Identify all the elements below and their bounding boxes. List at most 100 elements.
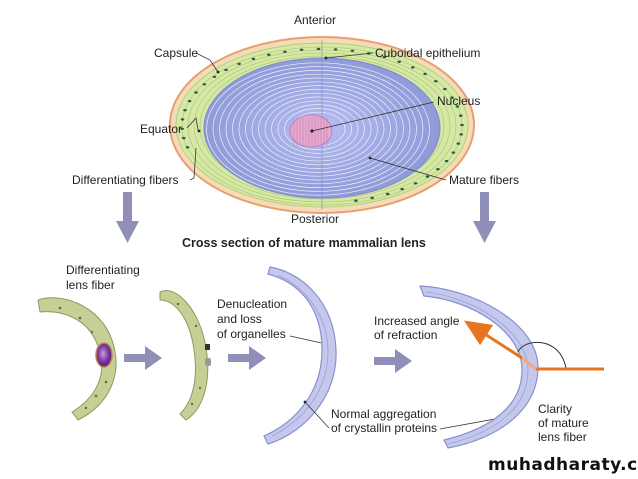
epithelial-cell-nucleus (423, 72, 427, 76)
leader-normal-dot (303, 400, 307, 404)
cell-nucleus (95, 342, 113, 368)
label-differentiating-line2: lens fiber (66, 278, 115, 292)
leader-cuboidal (325, 52, 374, 59)
fiber-ring (277, 104, 359, 154)
epithelial-cell-nucleus (267, 53, 271, 56)
leader-normal-aggregation (304, 401, 330, 429)
epithelial-cell-nucleus (183, 109, 187, 112)
leader-capsule (195, 52, 219, 73)
epithelial-cell-nucleus (458, 114, 463, 117)
fiber-ring (264, 96, 372, 162)
epithelial-cell-nucleus (202, 83, 207, 86)
label-refraction-line1: Increased angle (374, 314, 460, 328)
fiber-ring (251, 89, 385, 169)
epithelial-cell-nucleus (397, 60, 402, 63)
epithelial-cell-nucleus (354, 199, 358, 202)
label-differentiating-line1: Differentiating (66, 263, 140, 277)
denucleating-lens-fiber (159, 290, 211, 421)
fiber-ring (219, 70, 417, 188)
fiber-ring (212, 66, 424, 192)
label-equator: Equator (140, 122, 182, 136)
epithelial-cell-nucleus (434, 80, 438, 83)
refracted-light-ray-inner (521, 356, 537, 371)
label-differentiating-fibers: Differentiating fibers (72, 173, 179, 187)
epithelial-cell-nucleus (251, 57, 256, 61)
epithelial-cell-nucleus (382, 55, 387, 59)
epithelial-cell-nucleus (283, 50, 287, 53)
epithelial-cell-nucleus (444, 159, 449, 163)
epithelial-cell-nucleus (212, 75, 217, 79)
epithelial-cell-nucleus (460, 123, 464, 127)
leader-mature (369, 157, 447, 181)
epithelial-cell-nucleus (350, 49, 355, 52)
right-arrow-3 (374, 349, 412, 373)
epithelial-cell-nucleus (411, 66, 415, 69)
epithelial-cell-nucleus (316, 47, 321, 51)
epithelial-cell-nucleus (185, 146, 190, 149)
fiber-ring (225, 73, 411, 185)
label-normal-line2: of crystallin proteins (331, 421, 437, 435)
fiber-ring (284, 108, 352, 150)
diagram-title: Cross section of mature mammalian lens (182, 236, 426, 250)
epithelial-cell-nuclei (180, 47, 464, 202)
leader-nucleus-dot (310, 129, 314, 133)
fiber-ring (271, 100, 365, 158)
epithelial-cell-nucleus (385, 192, 390, 196)
fiber-ring (238, 81, 398, 177)
label-clarity-line3: lens fiber (538, 430, 587, 444)
label-refraction-line2: of refraction (374, 328, 437, 342)
down-arrow-left (116, 192, 139, 243)
label-posterior: Posterior (291, 212, 339, 226)
label-mature-fibers: Mature fibers (449, 173, 519, 187)
leader-nucleus (311, 101, 435, 132)
differentiating-lens-fiber (37, 297, 117, 421)
epithelial-cell-nucleus (455, 105, 460, 108)
fiber-ring (258, 92, 378, 166)
fiber-ring (245, 85, 391, 173)
label-nucleus: Nucleus (437, 94, 480, 108)
epithelial-cell-nucleus (180, 118, 185, 121)
label-normal-line1: Normal aggregation (331, 407, 436, 421)
leader-equator-dot (197, 129, 201, 133)
leader-differentiating (189, 147, 197, 181)
epithelial-cell-nucleus (451, 151, 456, 154)
epithelial-cell-nucleus (180, 127, 184, 130)
leader-cuboidal-dot (324, 56, 328, 60)
leader-mature-dot (368, 156, 372, 160)
epithelial-cell-nucleus (370, 196, 375, 200)
nucleus-stripes (293, 117, 328, 146)
epithelial-cell-nucleus (299, 48, 304, 51)
leader-capsule-dot (216, 70, 220, 74)
epithelial-cell-nucleus (425, 175, 430, 178)
leader-equator (186, 117, 199, 131)
epithelial-cell-nucleus (450, 96, 454, 99)
epithelial-cell-nucleus (459, 133, 464, 136)
label-denucleation-line3: of organelles (217, 327, 286, 341)
epithelial-cell-nucleus (224, 68, 228, 72)
refracted-light-ray (463, 320, 523, 360)
epithelial-cell-nucleus (181, 136, 186, 140)
label-denucleation-line2: and loss (217, 312, 262, 326)
epithelial-cell-nucleus (456, 142, 461, 145)
epithelial-cell-nucleus (413, 182, 418, 185)
epithelial-cell-nucleus (400, 187, 405, 191)
epithelial-cell-nucleus (443, 87, 447, 91)
label-clarity-line2: of mature (538, 416, 589, 430)
angle-arc (517, 341, 567, 369)
clear-mature-fiber (419, 285, 539, 449)
epithelial-cell-nucleus (237, 62, 241, 66)
label-capsule: Capsule (154, 46, 198, 60)
label-cuboidal-epithelium: Cuboidal epithelium (375, 46, 480, 60)
label-anterior: Anterior (294, 13, 336, 27)
fiber-ring (232, 77, 404, 181)
label-clarity-line1: Clarity (538, 402, 572, 416)
fiber-ring (206, 62, 430, 196)
leader-denucleation (289, 335, 327, 345)
lens-cross-section (169, 36, 475, 214)
epithelial-cell-nucleus (436, 168, 440, 171)
mature-fiber-rings (206, 62, 430, 196)
right-arrow-2 (228, 346, 266, 370)
down-arrow-right (473, 192, 496, 243)
label-denucleation-line1: Denucleation (217, 297, 287, 311)
